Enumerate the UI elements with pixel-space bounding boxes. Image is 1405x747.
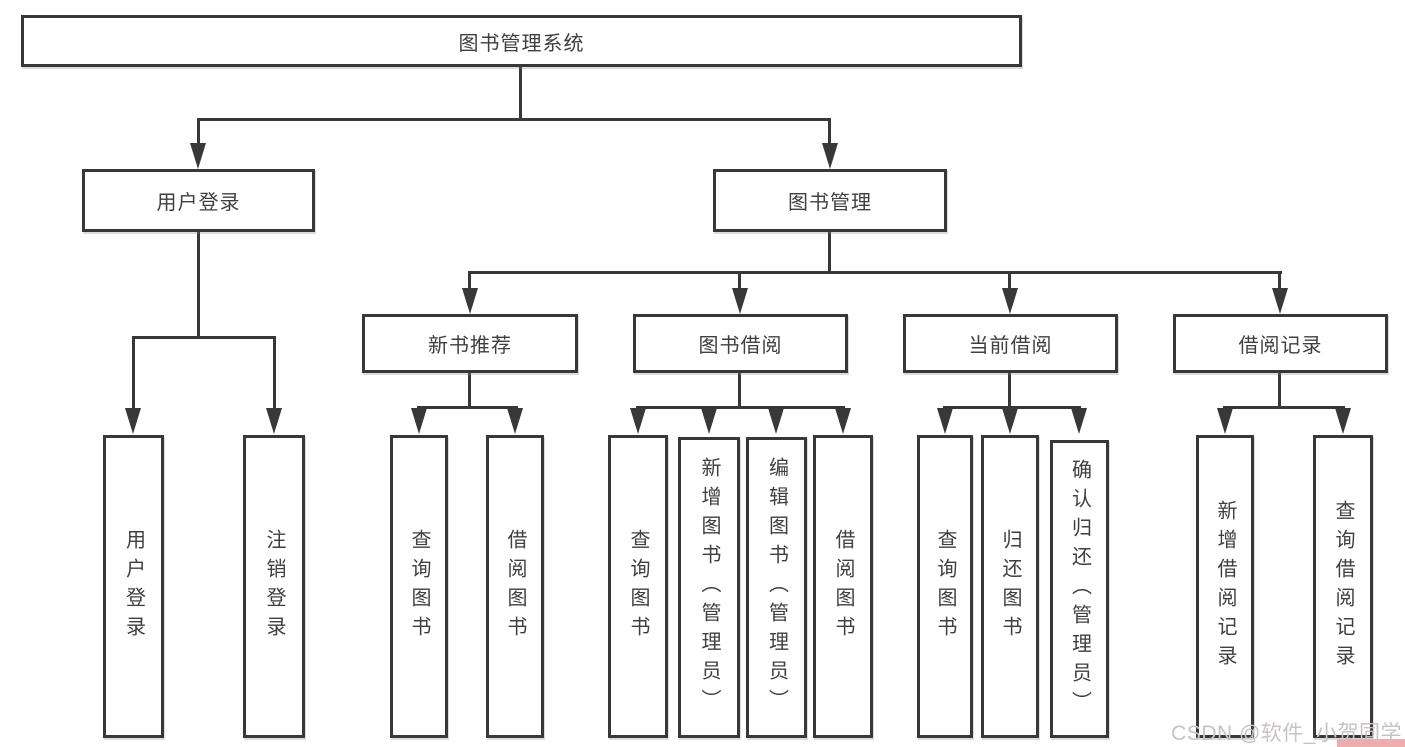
node-book-borrowing-label: 图书借阅 xyxy=(698,335,783,357)
watermark-accent-bar xyxy=(1337,739,1405,747)
leaf-query-borrow-record: 查询借阅记录 xyxy=(1313,435,1373,738)
arrowhead xyxy=(411,408,427,434)
leaf-return-books-label: 归还图书 xyxy=(999,528,1021,645)
arrowhead xyxy=(937,408,953,434)
node-user-login: 用户登录 xyxy=(82,169,315,232)
leaf-add-borrow-record-label: 新增借阅记录 xyxy=(1214,499,1236,674)
leaf-confirm-return-admin: 确认归还（管理员） xyxy=(1050,440,1109,738)
leaf-return-books: 归还图书 xyxy=(981,435,1039,738)
arrowhead xyxy=(1071,408,1087,434)
arrowhead xyxy=(768,408,784,434)
leaf-add-book-admin-label: 新增图书（管理员） xyxy=(698,457,720,718)
node-book-borrowing: 图书借阅 xyxy=(633,314,848,373)
connector-segment xyxy=(1278,372,1281,409)
arrowhead xyxy=(125,408,141,434)
arrowhead xyxy=(1272,288,1288,314)
arrowhead xyxy=(507,408,523,434)
arrowhead xyxy=(630,408,646,434)
arrowhead xyxy=(266,408,282,434)
connector-segment xyxy=(738,372,741,409)
node-root: 图书管理系统 xyxy=(21,15,1022,67)
connector-segment xyxy=(197,231,200,338)
node-user-login-label: 用户登录 xyxy=(156,192,241,214)
connector-segment xyxy=(519,66,522,120)
connector-segment xyxy=(738,271,741,290)
connector-segment xyxy=(132,336,135,410)
leaf-borrow-books-recommend: 借阅图书 xyxy=(486,435,544,738)
leaf-add-book-admin: 新增图书（管理员） xyxy=(678,437,740,738)
leaf-confirm-return-admin-label: 确认归还（管理员） xyxy=(1068,458,1091,720)
connector-segment xyxy=(417,406,518,409)
leaf-borrow-books-recommend-label: 借阅图书 xyxy=(504,528,526,645)
leaf-query-borrow-record-label: 查询借阅记录 xyxy=(1332,499,1354,674)
node-root-label: 图书管理系统 xyxy=(458,32,585,55)
arrowhead xyxy=(1335,408,1351,434)
leaf-edit-book-admin-label: 编辑图书（管理员） xyxy=(765,457,788,718)
leaf-user-login: 用户登录 xyxy=(103,435,164,738)
connector-segment xyxy=(636,406,845,409)
connector-segment xyxy=(1008,372,1011,409)
node-new-book-recommend: 新书推荐 xyxy=(362,314,578,373)
node-book-management: 图书管理 xyxy=(713,169,947,232)
connector-segment xyxy=(468,372,471,409)
arrowhead xyxy=(835,408,851,434)
node-borrowing-records-label: 借阅记录 xyxy=(1238,335,1323,357)
leaf-query-books-current-label: 查询图书 xyxy=(934,528,956,645)
leaf-logout: 注销登录 xyxy=(243,435,305,738)
leaf-query-books-recommend-label: 查询图书 xyxy=(408,528,430,645)
arrowhead xyxy=(1002,288,1018,314)
arrowhead xyxy=(732,288,748,314)
connector-segment xyxy=(468,271,1282,274)
leaf-borrow-books-label: 借阅图书 xyxy=(832,528,854,645)
node-borrowing-records: 借阅记录 xyxy=(1173,314,1388,373)
leaf-query-books-borrow: 查询图书 xyxy=(608,435,668,738)
arrowhead xyxy=(822,143,838,169)
watermark-text: CSDN @软件_小贺同学 xyxy=(1171,722,1402,745)
connector-segment xyxy=(132,336,276,339)
connector-segment xyxy=(468,271,471,290)
arrowhead xyxy=(701,408,717,434)
arrowhead xyxy=(190,143,206,169)
arrowhead xyxy=(1217,408,1233,434)
connector-segment xyxy=(1008,271,1011,290)
leaf-edit-book-admin: 编辑图书（管理员） xyxy=(746,437,807,738)
connector-segment xyxy=(197,118,200,145)
node-book-management-label: 图书管理 xyxy=(788,192,872,214)
connector-segment xyxy=(197,118,831,121)
node-current-borrowing-label: 当前借阅 xyxy=(968,335,1053,357)
arrowhead xyxy=(462,288,478,314)
leaf-add-borrow-record: 新增借阅记录 xyxy=(1196,435,1254,738)
connector-segment xyxy=(1223,406,1345,409)
connector-segment xyxy=(828,118,831,145)
connector-segment xyxy=(943,406,1081,409)
leaf-query-books-current: 查询图书 xyxy=(917,435,973,738)
leaf-logout-label: 注销登录 xyxy=(263,528,285,645)
leaf-user-login-label: 用户登录 xyxy=(122,528,145,645)
leaf-query-books-borrow-label: 查询图书 xyxy=(627,528,649,645)
node-new-book-recommend-label: 新书推荐 xyxy=(428,335,512,357)
leaf-query-books-recommend: 查询图书 xyxy=(390,435,448,738)
leaf-borrow-books: 借阅图书 xyxy=(813,435,873,738)
connector-segment xyxy=(1278,271,1281,290)
connector-segment xyxy=(828,231,831,274)
connector-segment xyxy=(273,336,276,410)
arrowhead xyxy=(1002,408,1018,434)
node-current-borrowing: 当前借阅 xyxy=(903,314,1118,373)
